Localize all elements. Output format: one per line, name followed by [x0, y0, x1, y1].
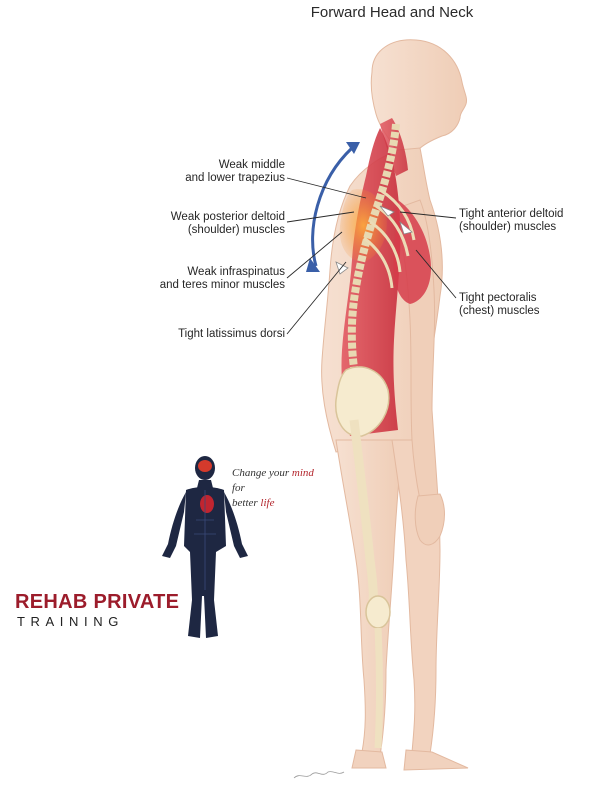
brand-subtitle: TRAINING [17, 614, 124, 629]
logo-figure [162, 456, 248, 638]
heart-mark [200, 495, 214, 513]
foot-back [351, 749, 387, 769]
foot-front [403, 749, 469, 771]
label-weak-posterior-deltoid: Weak posterior deltoid (shoulder) muscle… [170, 211, 285, 236]
brain-mark [198, 460, 212, 472]
neck-muscle [380, 118, 408, 176]
leader-lines [286, 177, 457, 335]
label-tight-anterior-deltoid: Tight anterior deltoid (shoulder) muscle… [459, 208, 564, 233]
label-weak-trapezius: Weak middle and lower trapezius [185, 159, 285, 184]
arrow-mark [399, 220, 413, 235]
tibia [374, 627, 383, 749]
label-tight-latissimus: Tight latissimus dorsi [178, 328, 285, 340]
logo-tagline: Change your mind for better life [232, 467, 314, 509]
ribs [363, 188, 416, 289]
arrow-mark [379, 205, 395, 217]
skeleton [335, 123, 416, 749]
brand-name: REHAB PRIVATE [15, 591, 180, 613]
pelvis [335, 366, 390, 437]
posture-arrow [306, 142, 360, 272]
weak-zone [339, 189, 387, 262]
diagram-title: Forward Head and Neck [310, 4, 474, 21]
label-weak-infraspinatus: Weak infraspinatus and teres minor muscl… [159, 266, 285, 291]
hand [414, 493, 445, 546]
spine [347, 123, 400, 381]
signature-scribble [293, 771, 345, 779]
label-tight-pectoralis: Tight pectoralis (chest) muscles [459, 292, 540, 317]
knee [365, 595, 391, 629]
